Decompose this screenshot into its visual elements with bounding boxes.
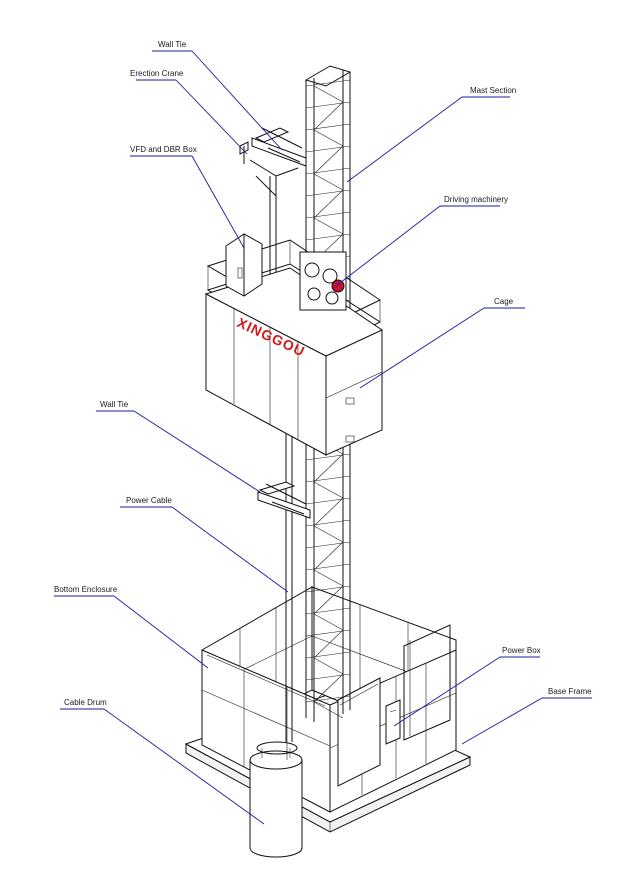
- mast-diagonal: [313, 525, 344, 543]
- mast-rung: [305, 123, 351, 131]
- mast-rung: [305, 563, 351, 571]
- mast-diagonal: [313, 481, 344, 499]
- mast-rung: [305, 695, 351, 703]
- label-power-cable: Power Cable: [126, 496, 172, 505]
- power-box: [385, 699, 401, 745]
- wall-tie-top: [251, 127, 307, 167]
- label-base-frame: Base Frame: [548, 687, 592, 696]
- mast-rung: [305, 167, 351, 175]
- mast-rung: [305, 607, 351, 615]
- mast-diagonal: [313, 217, 344, 235]
- mast-rung: [305, 453, 351, 461]
- cable-drum: [249, 741, 303, 858]
- label-bottom-enclosure: Bottom Enclosure: [54, 585, 118, 594]
- mast-rung: [305, 673, 351, 681]
- mast-diagonal: [313, 145, 344, 175]
- mast-diagonal: [313, 189, 344, 219]
- vfd-dbr-box: [225, 233, 263, 297]
- mast-rung: [305, 651, 351, 659]
- mast-diagonal: [313, 173, 344, 191]
- label-driving-machinery: Driving machinery: [444, 195, 509, 204]
- mast-rung: [305, 233, 351, 241]
- label-cage: Cage: [494, 297, 514, 306]
- mast-diagonal: [313, 129, 344, 147]
- driving-machinery: [299, 251, 347, 311]
- label-cable-drum: Cable Drum: [64, 698, 107, 707]
- leader-lines: [54, 50, 592, 825]
- label-vfd-dbr-box: VFD and DBR Box: [130, 145, 197, 154]
- mast-rung: [305, 519, 351, 527]
- mast-rung: [305, 475, 351, 483]
- label-mast-section: Mast Section: [470, 86, 517, 95]
- mast-diagonal: [313, 541, 344, 571]
- mast-diagonal: [313, 101, 344, 131]
- mast-rung: [305, 101, 351, 109]
- mast-rung: [305, 585, 351, 593]
- mast-diagonal: [313, 453, 344, 483]
- mast-rung: [305, 629, 351, 637]
- mast-rung: [305, 497, 351, 505]
- mast-rung: [305, 145, 351, 153]
- mast-rung: [305, 189, 351, 197]
- mast-rung: [305, 541, 351, 549]
- mast-diagonal: [313, 673, 344, 703]
- mast-rung: [305, 79, 351, 87]
- mast-diagonal: [313, 569, 344, 587]
- label-erection-crane: Erection Crane: [130, 69, 184, 78]
- mast-diagonal: [313, 657, 344, 675]
- mast-rung: [305, 211, 351, 219]
- mast-diagonal: [313, 497, 344, 527]
- mast-diagonal: [313, 701, 344, 719]
- mast-diagonal: [313, 85, 344, 103]
- mast-diagonal: [313, 629, 344, 659]
- label-wall-tie-mid: Wall Tie: [100, 400, 129, 409]
- wall-tie-mid: [257, 481, 311, 519]
- mast-diagonal: [313, 585, 344, 615]
- label-power-box: Power Box: [502, 646, 541, 655]
- mast-diagonal: [313, 613, 344, 631]
- label-wall-tie-top: Wall Tie: [158, 40, 187, 49]
